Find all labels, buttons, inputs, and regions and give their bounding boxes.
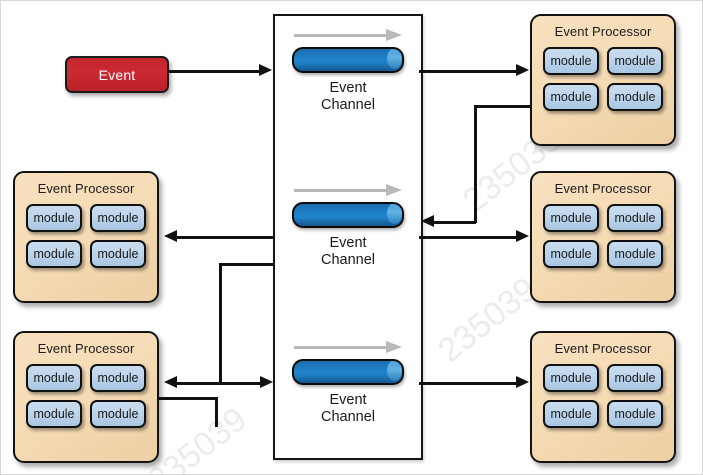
module-box: module	[607, 83, 663, 111]
flow-arrow-icon	[294, 341, 402, 353]
module-box: module	[607, 204, 663, 232]
event-channel-middle-label: Event Channel	[320, 235, 375, 268]
connector-bottom-channel-to-bottom-right-processor	[419, 382, 518, 385]
module-box: module	[90, 204, 146, 232]
event-processor-middle-left: Event Processor module module module mod…	[13, 171, 159, 303]
arrowhead-right	[516, 376, 529, 388]
module-grid: module module module module	[15, 356, 157, 428]
module-box: module	[26, 240, 82, 268]
channel-pipe-icon	[292, 359, 404, 385]
module-box: module	[543, 204, 599, 232]
arrowhead-right	[259, 64, 272, 76]
event-processor-bottom-left: Event Processor module module module mod…	[13, 331, 159, 463]
module-box: module	[543, 400, 599, 428]
connector-middle-channel-elbow-top	[219, 263, 273, 266]
channel-pipe-icon	[292, 202, 404, 228]
module-box: module	[90, 240, 146, 268]
processor-title: Event Processor	[554, 341, 652, 356]
arrowhead-right	[516, 230, 529, 242]
flow-arrow-icon	[294, 184, 402, 196]
arrowhead-right	[516, 64, 529, 76]
connector-middle-channel-to-middle-left-processor	[176, 236, 273, 239]
module-box: module	[90, 364, 146, 392]
module-box: module	[543, 240, 599, 268]
event-channel-bottom: Event Channel	[275, 341, 421, 426]
arrowhead-right-into-bottom-channel	[260, 376, 273, 388]
event-channel-container: Event Channel Event Channel Event Channe…	[273, 14, 423, 460]
arrowhead-left	[421, 215, 434, 227]
event-channel-top: Event Channel	[275, 29, 421, 114]
module-box: module	[26, 204, 82, 232]
connector-into-bottom-channel	[215, 382, 261, 385]
connector-top-right-processor-elbow-top	[474, 105, 532, 108]
event-source-label: Event	[98, 66, 136, 83]
module-grid: module module module module	[532, 39, 674, 111]
module-box: module	[26, 400, 82, 428]
module-box: module	[607, 400, 663, 428]
module-box: module	[543, 83, 599, 111]
connector-top-right-processor-elbow-vertical	[474, 105, 477, 223]
processor-title: Event Processor	[554, 24, 652, 39]
connector-middle-channel-to-middle-right-processor	[419, 236, 518, 239]
arrowhead-left	[164, 376, 177, 388]
module-box: module	[543, 47, 599, 75]
event-processor-bottom-right: Event Processor module module module mod…	[530, 331, 676, 463]
connector-middle-channel-elbow-bottom	[176, 382, 221, 385]
arrowhead-left	[164, 230, 177, 242]
module-box: module	[90, 400, 146, 428]
connector-bottom-left-processor-vertical	[215, 397, 218, 427]
connector-bottom-left-processor-to-bottom-channel	[159, 397, 217, 400]
connector-top-right-processor-elbow-bottom	[433, 221, 476, 224]
event-channel-bottom-label: Event Channel	[320, 392, 375, 425]
channel-pipe-icon	[292, 47, 404, 73]
module-box: module	[543, 364, 599, 392]
processor-title: Event Processor	[554, 181, 652, 196]
watermark-text: 235039	[431, 270, 544, 371]
connector-event-to-top-channel	[167, 70, 261, 73]
flow-arrow-icon	[294, 29, 402, 41]
module-box: module	[607, 47, 663, 75]
connector-top-channel-to-top-right-processor	[419, 70, 518, 73]
event-channel-middle: Event Channel	[275, 184, 421, 269]
module-box: module	[607, 240, 663, 268]
module-grid: module module module module	[532, 196, 674, 268]
processor-title: Event Processor	[37, 181, 135, 196]
processor-title: Event Processor	[37, 341, 135, 356]
event-source-box: Event	[65, 56, 169, 93]
module-box: module	[607, 364, 663, 392]
module-box: module	[26, 364, 82, 392]
event-processor-top-right: Event Processor module module module mod…	[530, 14, 676, 146]
event-processor-middle-right: Event Processor module module module mod…	[530, 171, 676, 303]
event-channel-top-label: Event Channel	[320, 80, 375, 113]
connector-middle-channel-elbow-vertical	[219, 263, 222, 385]
module-grid: module module module module	[15, 196, 157, 268]
module-grid: module module module module	[532, 356, 674, 428]
